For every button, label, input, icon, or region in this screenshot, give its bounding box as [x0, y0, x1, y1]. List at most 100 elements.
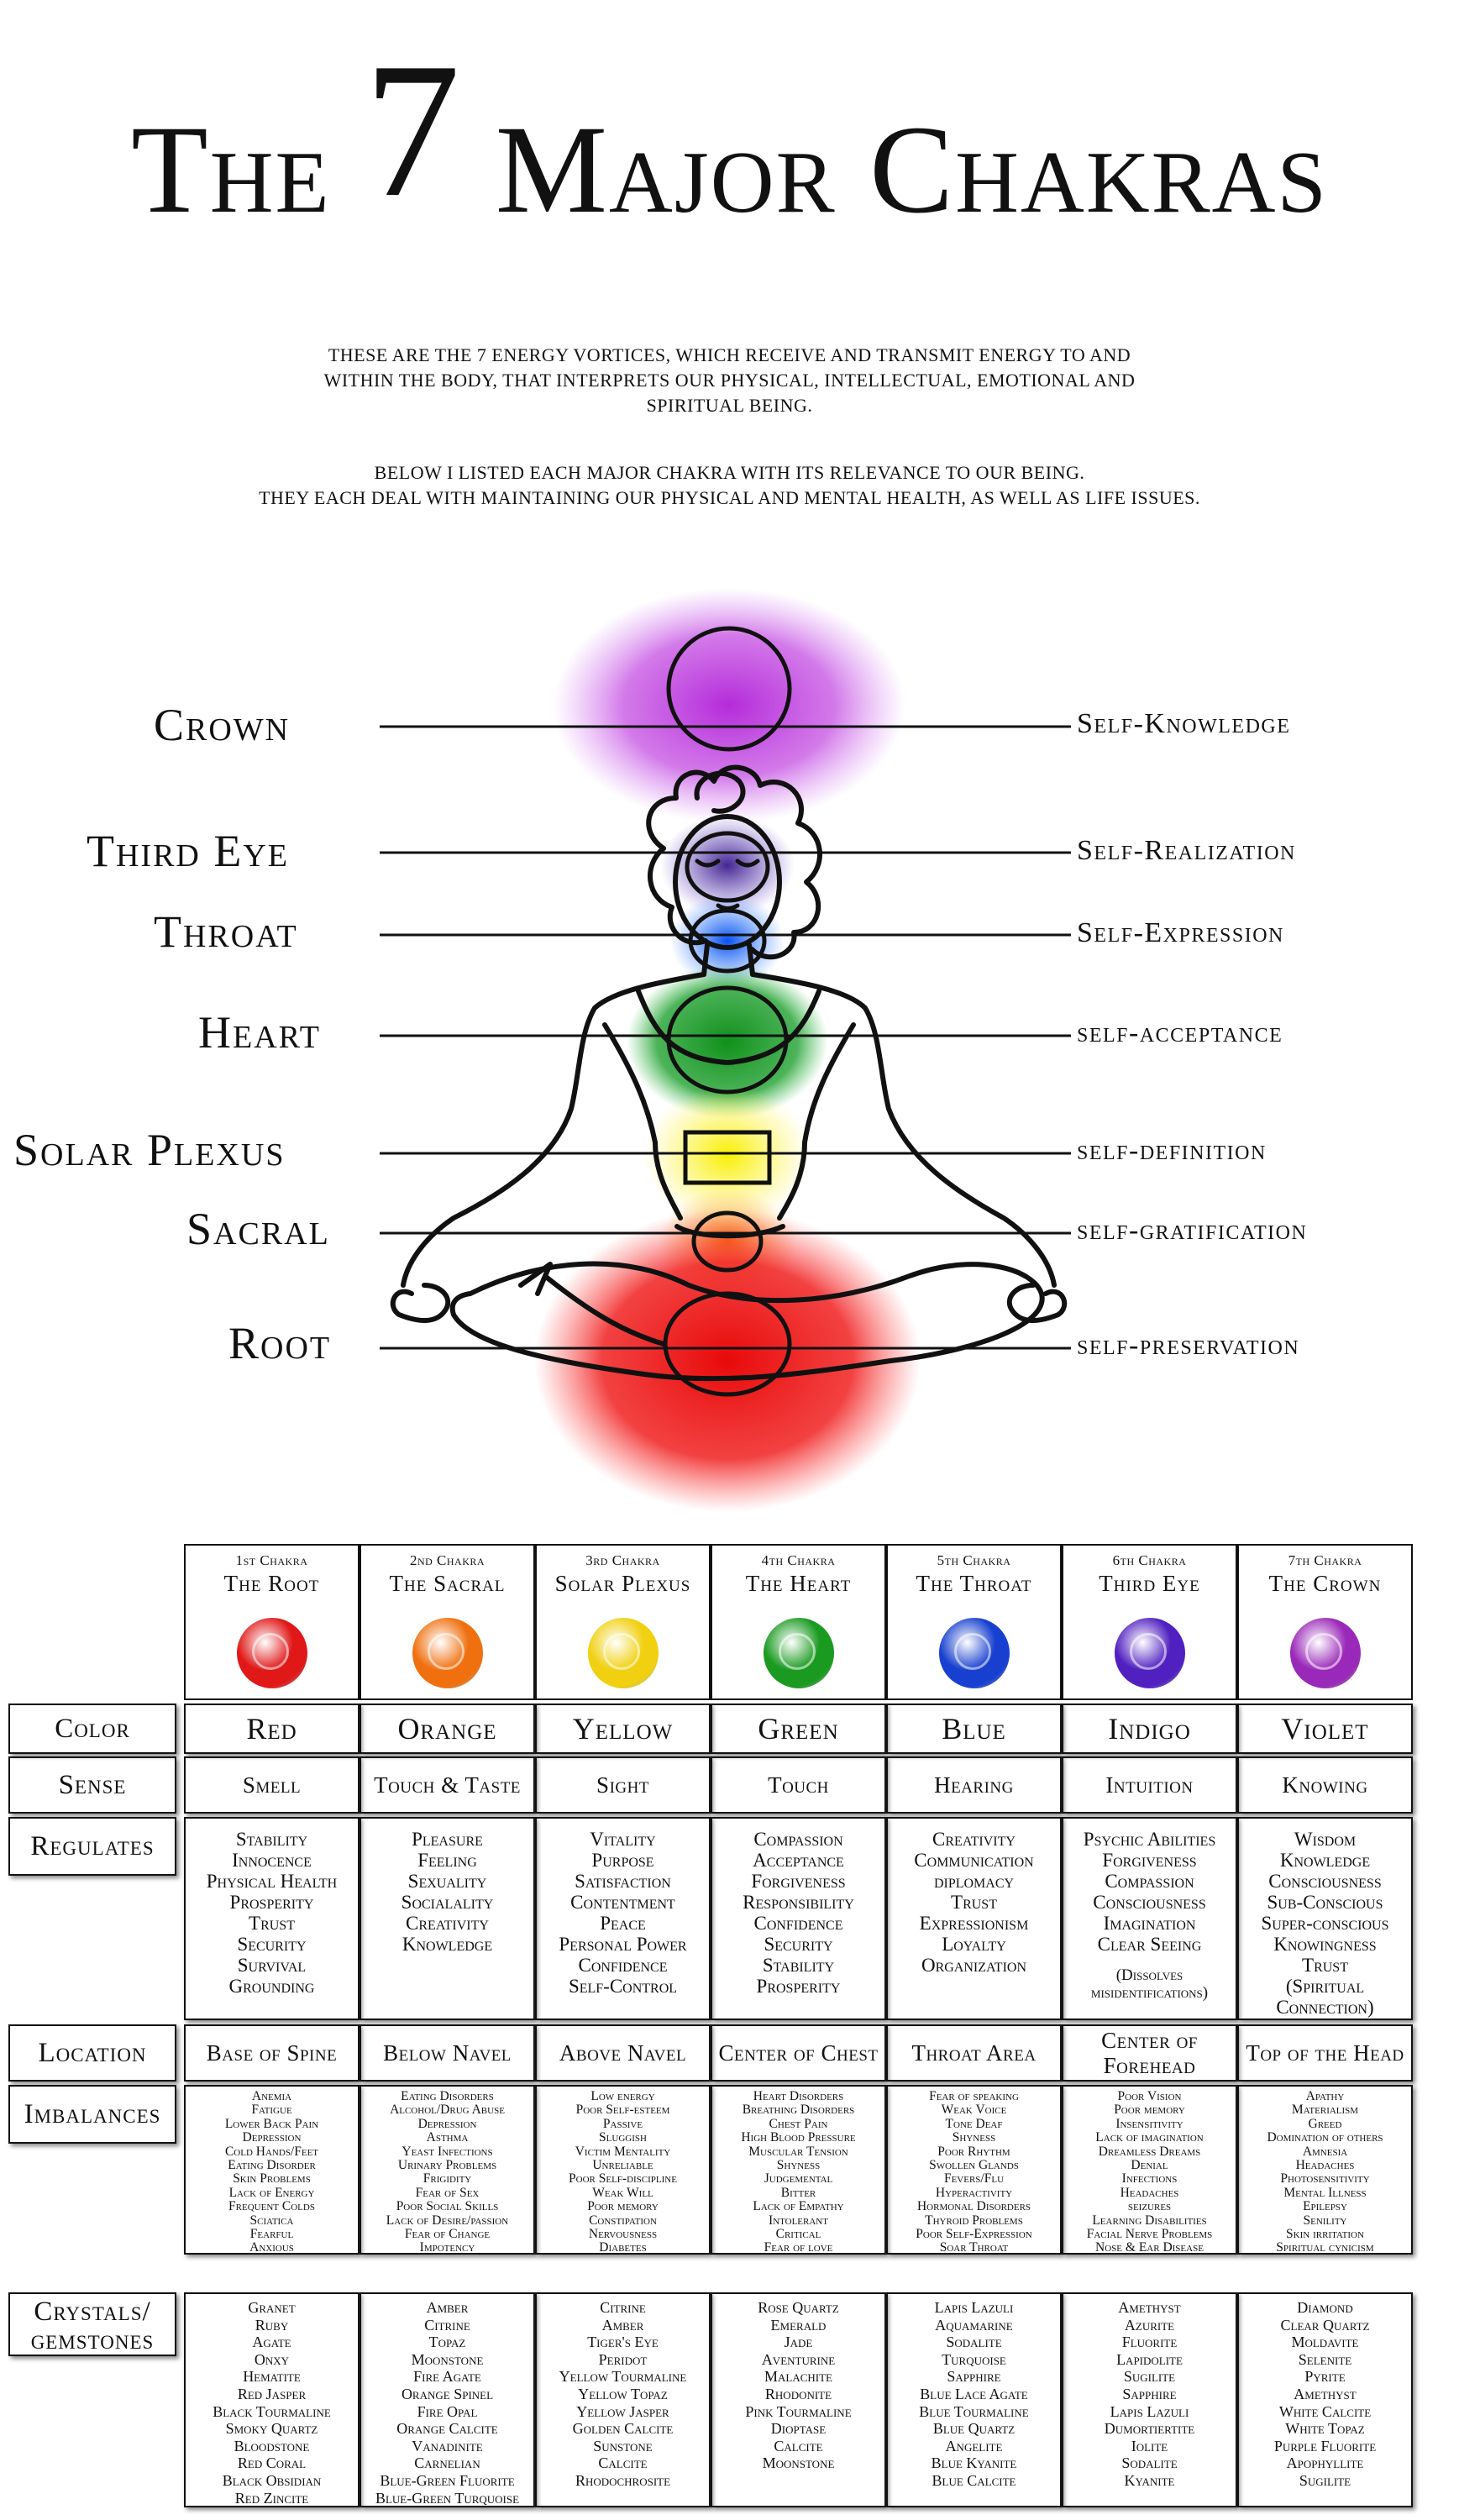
imbalance-item: Anxious [249, 2240, 294, 2255]
crystal-item: Black Obsidian [222, 2471, 322, 2489]
regulates-item: Security [237, 1934, 307, 1955]
cell-sense: Knowing [1237, 1756, 1413, 1814]
regulates-item: Loyalty [942, 1934, 1006, 1955]
imbalance-item: Facial Nerve Problems [1086, 2227, 1213, 2242]
chakra-label-third-eye: Third Eye [87, 826, 290, 876]
imbalance-item: Poor Self-esteem [575, 2103, 670, 2118]
crystal-item: Topaz [428, 2334, 466, 2351]
crystal-item: Sodalite [1121, 2454, 1178, 2472]
cell-sense: Sight [535, 1756, 711, 1814]
cell-color: Green [711, 1704, 886, 1754]
imbalance-item: Nose & Ear Disease [1095, 2240, 1204, 2255]
chakra-name: The Sacral [389, 1571, 506, 1596]
regulates-item: Peace [600, 1913, 646, 1934]
imbalance-item: Alcohol/Drug Abuse [390, 2103, 505, 2118]
relevance-label-sacral: self-gratification [1077, 1215, 1308, 1246]
symbol-lotus-ring [1129, 1633, 1167, 1670]
regulates-item: Grounding [228, 1976, 315, 1997]
imbalance-item: Domination of others [1267, 2130, 1383, 2145]
crystal-item: Peridot [598, 2350, 648, 2368]
cell-location: Top of the Head [1237, 2024, 1413, 2082]
imbalance-item: Fear of Sex [415, 2185, 480, 2200]
imbalance-item: Fatigue [251, 2103, 292, 2118]
regulates-item: Connection) [1276, 1997, 1374, 2018]
root-chakra-icon [236, 1618, 307, 1688]
crystal-item: Iolite [1131, 2437, 1168, 2454]
chakra-number: 5th Chakra [937, 1552, 1011, 1568]
imbalance-item: Frigidity [422, 2171, 472, 2187]
regulates-item: Wisdom [1294, 1829, 1357, 1850]
crystal-item: Yellow Topaz [578, 2385, 668, 2402]
body-outline [390, 764, 1068, 1382]
crown-glow [553, 588, 905, 823]
relevance-label-solar-plexus: self-definition [1077, 1135, 1267, 1166]
location-text: Above Navel [559, 2040, 687, 2066]
relevance-label-third-eye: Self-Realization [1077, 835, 1296, 866]
intro-line: They each deal with maintaining our phys… [259, 487, 1200, 508]
page-title: The 7 Major Chakras [0, 34, 1459, 244]
imbalance-item: Muscular Tension [748, 2144, 848, 2159]
relevance-label-throat: Self-Expression [1077, 917, 1284, 948]
title-the: The [131, 100, 331, 239]
regulates-item: Consciousness [1093, 1892, 1206, 1913]
crystal-item: Rose Quartz [758, 2299, 839, 2316]
intro-line: within the body, that interprets our phy… [323, 370, 1136, 391]
crystal-item: Citrine [424, 2316, 470, 2334]
chakra-name: The Throat [916, 1571, 1032, 1596]
crystal-item: Blue Kyanite [931, 2454, 1017, 2472]
cell-location: Below Navel [360, 2024, 535, 2082]
crystal-item: Purple Fluorite [1273, 2437, 1377, 2454]
relevance-label-root: self-preservation [1077, 1330, 1300, 1361]
crystal-item: Aventurine [761, 2350, 836, 2368]
crystal-item: Fluorite [1121, 2334, 1178, 2351]
third-eye-chakra-icon [1114, 1618, 1185, 1688]
imbalance-item: Poor Vision [1117, 2089, 1182, 2103]
heart-chakra-icon [763, 1618, 834, 1688]
imbalance-item: Skin irritation [1286, 2227, 1364, 2242]
imbalance-item: Infections [1121, 2171, 1178, 2187]
imbalance-item: Fearful [249, 2227, 294, 2242]
crystal-item: Hematite [243, 2368, 301, 2386]
title-number: 7 [364, 23, 463, 237]
imbalance-item: Unreliable [592, 2158, 653, 2173]
imbalance-item: Poor memory [1114, 2103, 1185, 2118]
regulates-item: Survival [237, 1955, 307, 1976]
imbalance-item: Breathing Disorders [742, 2103, 855, 2118]
regulates-item: Super-conscious [1261, 1913, 1389, 1934]
cell-location: Above Navel [535, 2024, 711, 2082]
imbalance-item: Asthma [426, 2130, 469, 2145]
throat-chakra-icon [938, 1618, 1010, 1688]
regulates-item: Compassion [1105, 1871, 1194, 1892]
imbalance-item: Anemia [251, 2089, 292, 2103]
intro-line: spiritual being. [646, 395, 813, 416]
crystal-item: Selenite [1298, 2350, 1352, 2368]
cell-color: Indigo [1062, 1704, 1237, 1754]
crystal-item: Lapis Lazuli [1110, 2402, 1189, 2420]
location-text: Top of the Head [1246, 2040, 1404, 2066]
location-text: Base of Spine [206, 2040, 338, 2066]
regulates-item: Feeling [417, 1850, 477, 1871]
row-label-location: Location [8, 2024, 176, 2082]
regulates-item: Consciousness [1268, 1871, 1382, 1892]
chakra-label-solar-plexus: Solar Plexus [13, 1125, 286, 1175]
imbalance-item: Poor Self-Expression [916, 2227, 1032, 2242]
imbalance-item: Critical [775, 2227, 821, 2242]
crystals-label-line: gemstones [30, 2325, 155, 2355]
crystal-item: Rhodonite [764, 2385, 832, 2402]
cell-sense: Touch & Taste [360, 1756, 535, 1814]
crystal-item: Granet [248, 2299, 296, 2316]
regulates-item: Trust [1302, 1955, 1348, 1976]
imbalance-item: Victim Mentality [575, 2144, 671, 2159]
intro-paragraph-2: Below I listed each major chakra with it… [0, 460, 1459, 511]
imbalance-item: Depression [242, 2130, 302, 2145]
